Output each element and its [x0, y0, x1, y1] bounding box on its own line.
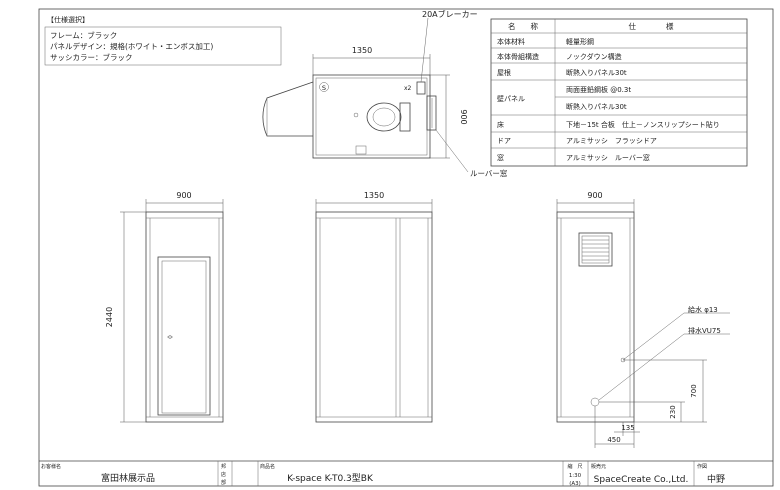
customer-name: 富田林展示品 [101, 472, 155, 484]
rear-louver-window [578, 232, 613, 267]
front-door [157, 256, 211, 416]
svg-text:店: 店 [221, 471, 226, 478]
plan-louver-window [426, 95, 437, 131]
floor-drain [355, 145, 367, 155]
plan-depth-dim: 900 [459, 109, 468, 124]
sheet-border [38, 8, 774, 487]
spec-selection-box [44, 26, 282, 66]
front-width-dim: 900 [176, 191, 191, 200]
spec-panel-design: パネルデザイン：規格(ホワイト・エンボス加工) [50, 41, 213, 51]
outlet-count: x2 [404, 85, 412, 92]
spec-table: 名 称 仕 様 本体材料 軽量形鋼 本体骨組構造 ノックダウン構造 屋根 断熱入… [490, 18, 748, 167]
height-dim: 2440 [105, 307, 114, 327]
svg-text:S: S [322, 84, 326, 92]
company-name: SpaceCreate Co.,Ltd. [594, 475, 689, 485]
product-label: 商品名 [260, 463, 275, 470]
side-elevation: 1350 [315, 191, 433, 423]
row-spec: アルミサッシ フラッシドア [566, 137, 657, 145]
scale-label: 縮 尺 [567, 463, 582, 470]
row-name: 窓 [497, 153, 504, 162]
spec-sash-color: サッシカラー：ブラック [50, 52, 133, 62]
rear-width-dim: 900 [587, 191, 602, 200]
row-name: 壁パネル [497, 94, 525, 103]
front-elevation: 900 2440 [105, 191, 224, 423]
dim-700: 700 [690, 384, 698, 397]
louver-label: ルーバー窓 [470, 168, 508, 178]
svg-text:邦: 邦 [221, 463, 226, 470]
spec-header: 【仕様選択】 [47, 15, 89, 24]
dim-135: 135 [621, 424, 634, 432]
rear-outline [556, 211, 635, 423]
breaker-box [416, 81, 426, 95]
toilet-bowl [366, 102, 402, 132]
author-label: 作図 [697, 463, 707, 470]
toilet-tank [399, 102, 411, 132]
row-spec: 断熱入りパネル30t [566, 68, 627, 77]
table-header-spec: 仕 様 [629, 21, 674, 31]
dim-450: 450 [607, 436, 620, 444]
row-spec: アルミサッシ ルーバー窓 [566, 153, 650, 162]
row-spec: 軽量形鋼 [566, 37, 594, 46]
scale-value: 1:30 [569, 473, 582, 479]
author-name: 中野 [707, 473, 725, 485]
spec-frame: フレーム：ブラック [50, 30, 117, 40]
rear-elevation: 900 給水 φ13 排水VU75 700 230 [556, 191, 730, 448]
row-name: 本体骨組構造 [497, 52, 539, 61]
svg-text:部: 部 [221, 479, 226, 486]
title-block: お客様名 富田林展示品 邦 店 部 商品名 K-space K-T0.3型BK … [39, 460, 773, 487]
breaker-label: 20Aブレーカー [422, 9, 478, 19]
plan-view: 1350 S x2 20Aブレーカー 900 ルーバー窓 [262, 9, 508, 178]
paper-size: (A3) [569, 481, 581, 487]
side-outline [315, 211, 433, 423]
plan-outline [312, 74, 431, 159]
row-name: ドア [497, 137, 511, 145]
customer-label: お客様名 [41, 463, 61, 470]
row-name: 本体材料 [497, 37, 525, 46]
row-spec: 下地－15t 合板 仕上－ノンスリップシート貼り [566, 120, 720, 129]
row-spec: 両面亜鉛鋼板 @0.3t [566, 85, 631, 94]
drain-label: 排水VU75 [688, 326, 721, 335]
row-name: 床 [497, 120, 504, 129]
socket-mark [319, 82, 329, 92]
row-name: 屋根 [497, 68, 511, 77]
product-name: K-space K-T0.3型BK [287, 473, 374, 484]
dim-230: 230 [669, 405, 677, 418]
plan-width-dim: 1350 [352, 46, 372, 55]
side-width-dim: 1350 [364, 191, 384, 200]
row-spec: ノックダウン構造 [566, 52, 622, 61]
water-supply-label: 給水 φ13 [688, 305, 718, 314]
door-swing [262, 81, 314, 137]
row-spec-2: 断熱入りパネル30t [566, 102, 627, 111]
company-label: 販売元 [591, 463, 606, 470]
front-outline [145, 211, 224, 423]
drain-pipe [590, 397, 600, 407]
table-header-name: 名 称 [508, 21, 538, 31]
